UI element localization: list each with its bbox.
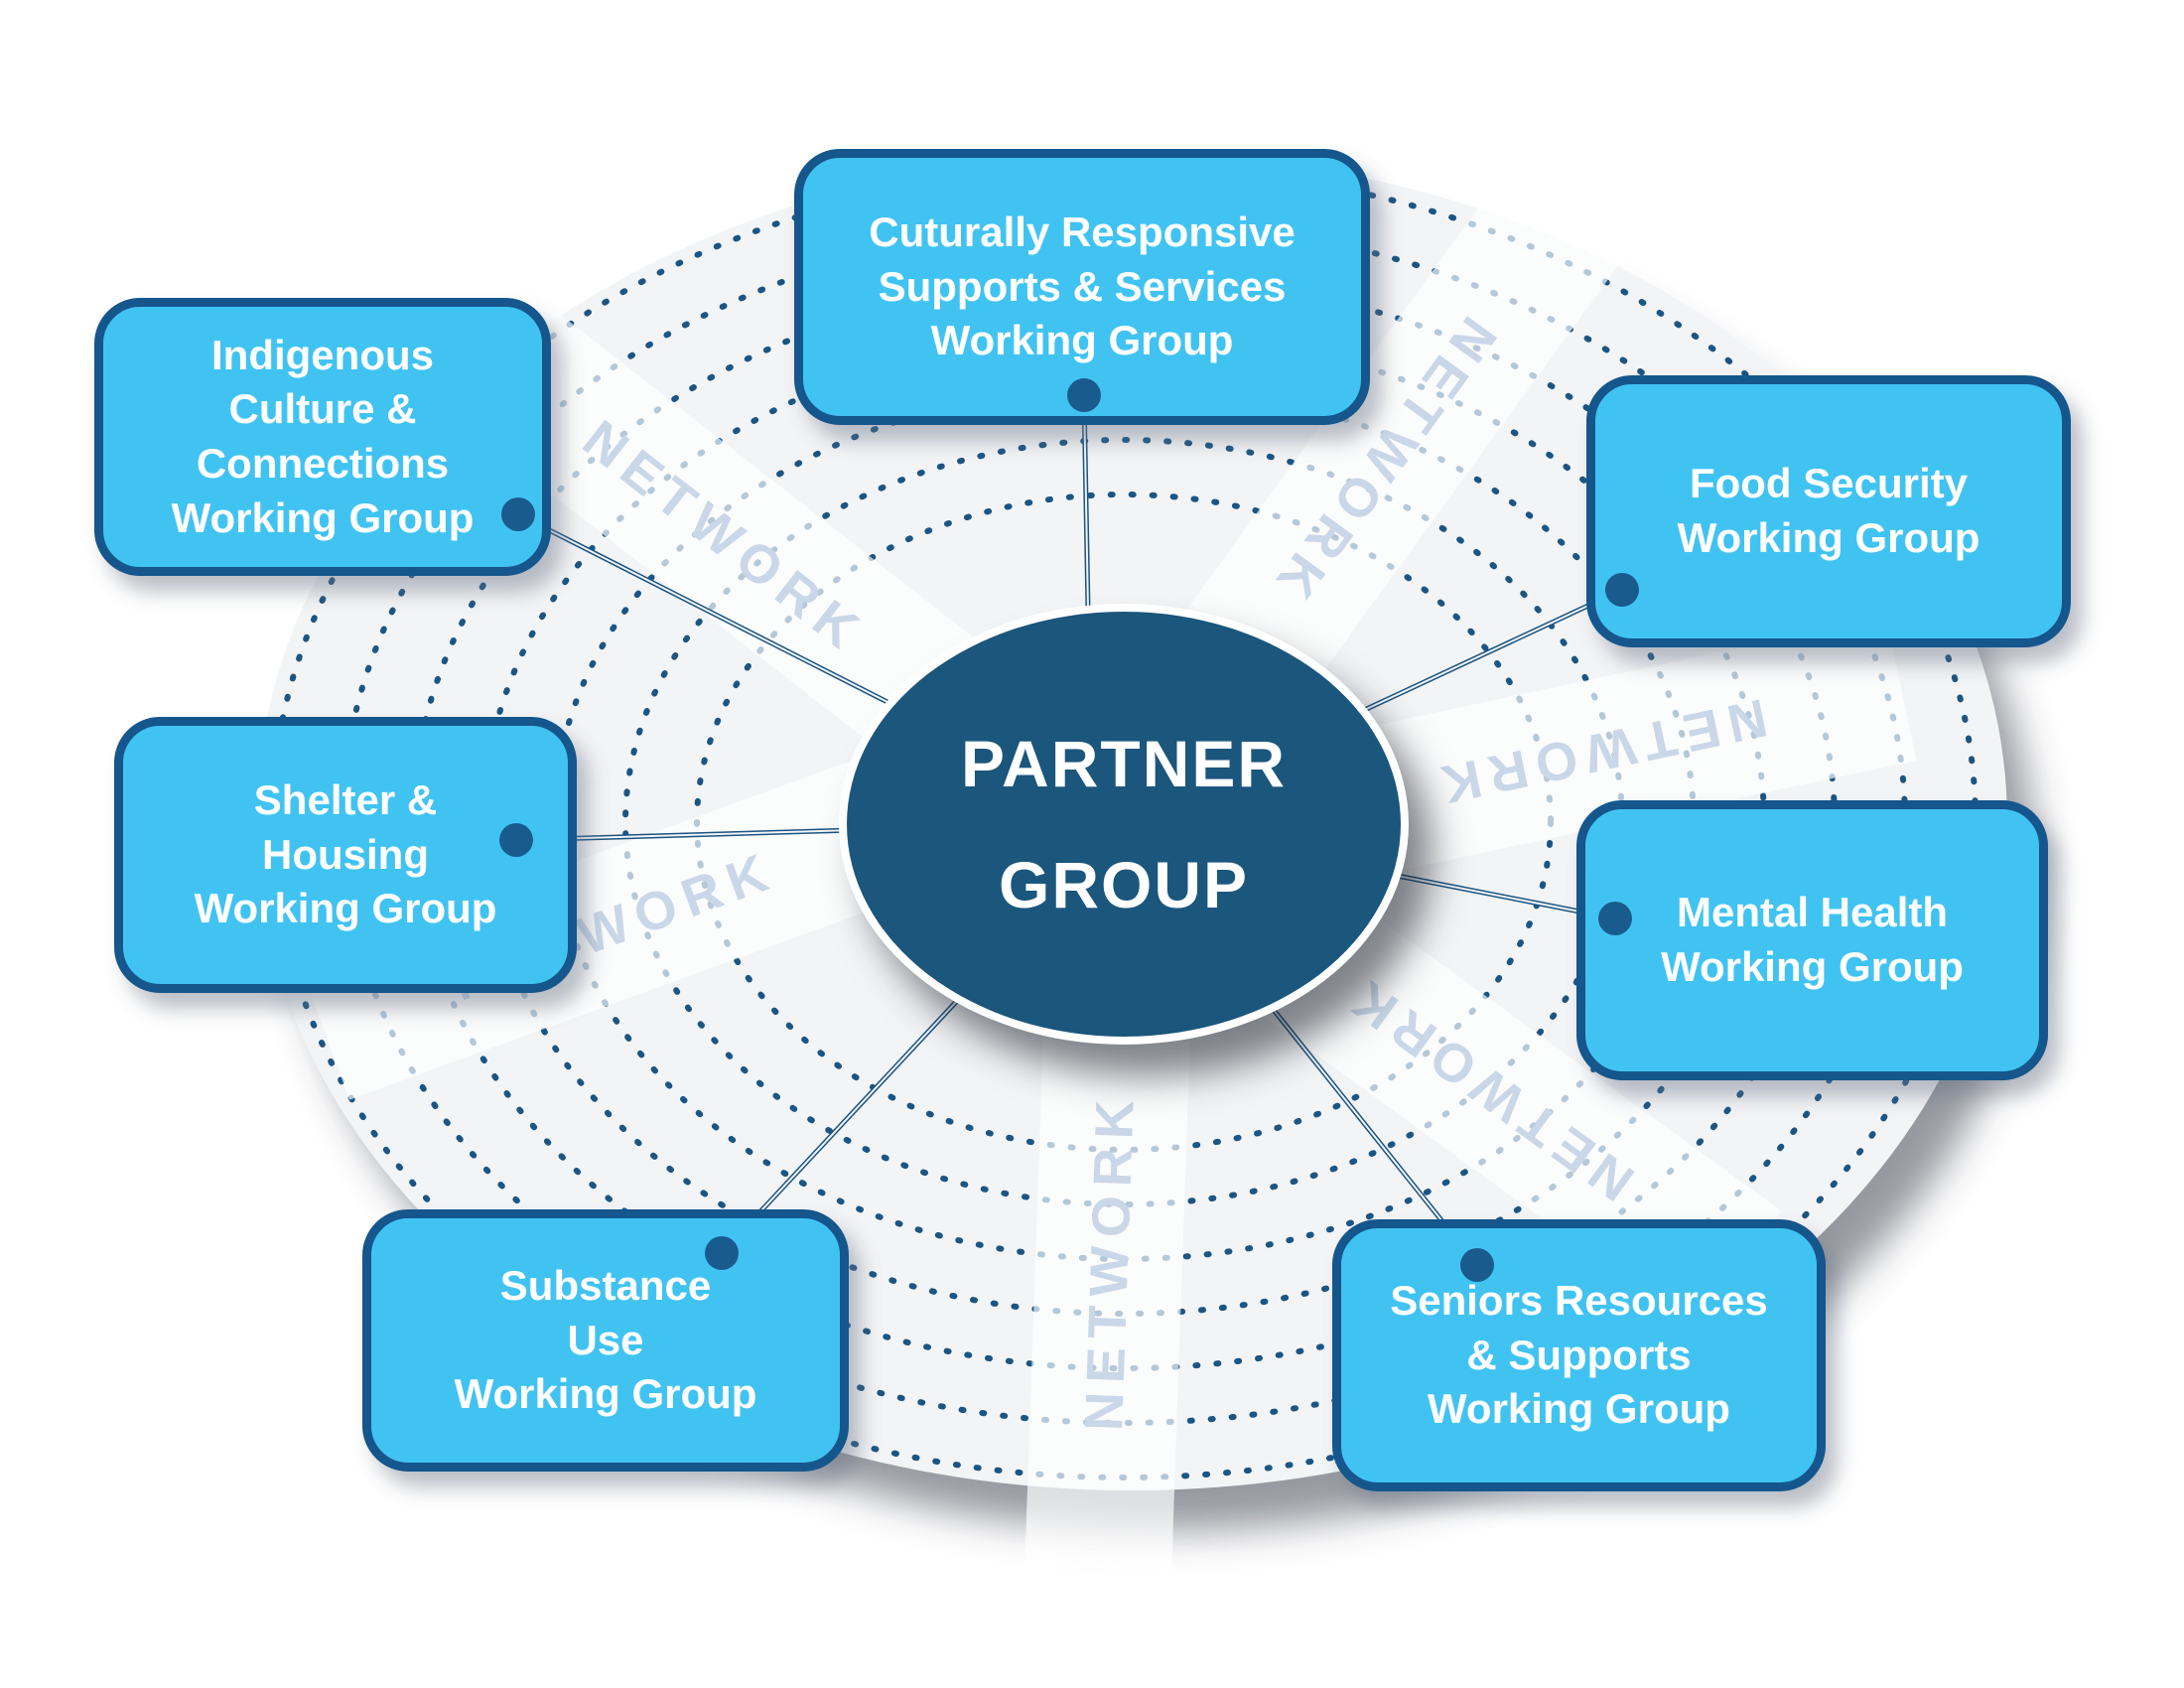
connector-dot-mental-health <box>1598 902 1632 935</box>
node-label: Shelter & Housing Working Group <box>194 776 497 932</box>
connector-dot-shelter-housing <box>499 823 533 857</box>
connector-dot-food-security <box>1605 573 1639 607</box>
node-label: Food Security Working Group <box>1677 460 1980 561</box>
node-culturally-responsive: Cuturally Responsive Supports & Services… <box>794 149 1370 425</box>
node-label: Cuturally Responsive Supports & Services… <box>869 209 1296 364</box>
connector-dot-culturally-responsive <box>1067 378 1101 412</box>
node-substance-use: Substance Use Working Group <box>362 1209 849 1472</box>
node-shelter-housing: Shelter & Housing Working Group <box>114 717 577 993</box>
partner-group-label: PARTNER GROUP <box>960 726 1288 921</box>
node-food-security: Food Security Working Group <box>1586 375 2071 647</box>
spoke-bands <box>299 169 1917 1572</box>
connector-dot-seniors-resources <box>1460 1248 1494 1282</box>
node-label: Indigenous Culture & Connections Working… <box>171 331 475 541</box>
node-label: Mental Health Working Group <box>1661 889 1964 990</box>
node-mental-health: Mental Health Working Group <box>1576 800 2048 1080</box>
node-label: Seniors Resources & Supports Working Gro… <box>1390 1277 1768 1433</box>
network-watermark-bottom: NETWORK <box>1074 1090 1146 1432</box>
connector-dot-indigenous-culture <box>501 497 535 531</box>
partner-group-hub: PARTNER GROUP <box>839 604 1409 1045</box>
node-seniors-resources: Seniors Resources & Supports Working Gro… <box>1332 1219 1826 1491</box>
node-indigenous-culture: Indigenous Culture & Connections Working… <box>94 298 551 576</box>
node-label: Substance Use Working Group <box>454 1262 757 1418</box>
connector-dot-substance-use <box>705 1236 739 1270</box>
